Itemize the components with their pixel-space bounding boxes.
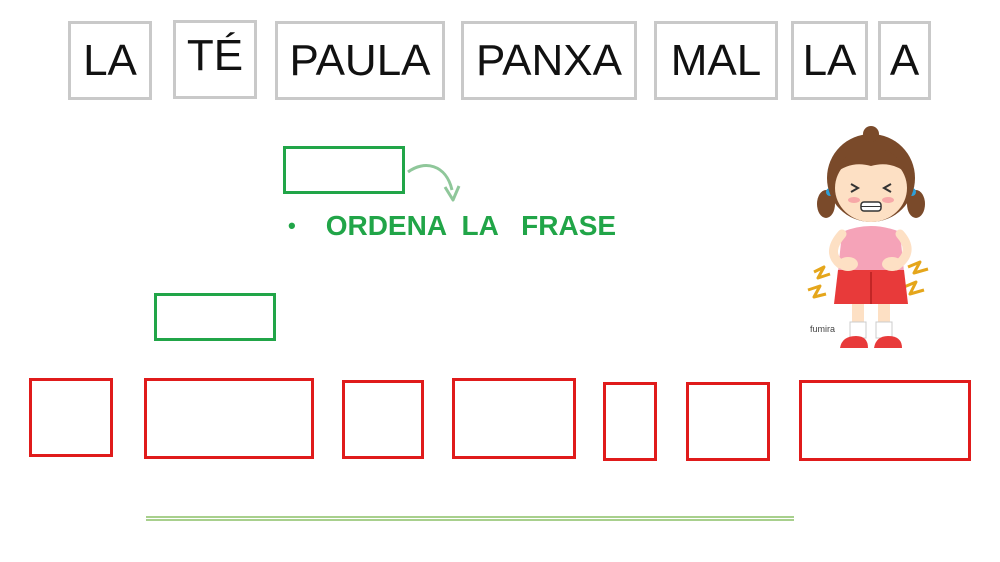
- word-tile-label: MAL: [670, 35, 762, 85]
- word-tile-la-1[interactable]: LA: [68, 21, 152, 100]
- word-tile-label: A: [889, 35, 920, 85]
- answer-line: [146, 516, 794, 521]
- answer-slot-1[interactable]: [29, 378, 113, 457]
- girl-stomachache-illustration: fumira: [807, 126, 929, 348]
- word-tile-te[interactable]: TÉ: [173, 20, 257, 99]
- curved-arrow-icon: [407, 164, 461, 202]
- answer-slot-5[interactable]: [603, 382, 657, 461]
- word-tile-label: PAULA: [289, 35, 431, 85]
- word-tile-la-2[interactable]: LA: [791, 21, 868, 100]
- answer-slot-3[interactable]: [342, 380, 424, 459]
- answer-slot-4[interactable]: [452, 378, 576, 459]
- instruction-text: ORDENA LA FRASE: [325, 210, 617, 241]
- answer-slot-6[interactable]: [686, 382, 770, 461]
- word-tile-label: LA: [83, 35, 137, 85]
- word-tile-label: LA: [802, 35, 857, 85]
- word-tile-panxa[interactable]: PANXA: [461, 21, 637, 100]
- illustration-signature: fumira: [810, 324, 835, 334]
- word-tile-mal[interactable]: MAL: [654, 21, 778, 100]
- instruction: • ORDENA LA FRASE: [288, 210, 616, 242]
- word-tile-label: PANXA: [476, 35, 622, 85]
- word-tile-a[interactable]: A: [878, 21, 931, 100]
- example-green-box: [283, 146, 405, 194]
- bullet: •: [288, 213, 296, 238]
- answer-slot-2[interactable]: [144, 378, 314, 459]
- word-tile-label: TÉ: [186, 31, 244, 80]
- green-drop-box[interactable]: [154, 293, 276, 341]
- answer-slot-7[interactable]: [799, 380, 971, 461]
- word-tile-paula[interactable]: PAULA: [275, 21, 445, 100]
